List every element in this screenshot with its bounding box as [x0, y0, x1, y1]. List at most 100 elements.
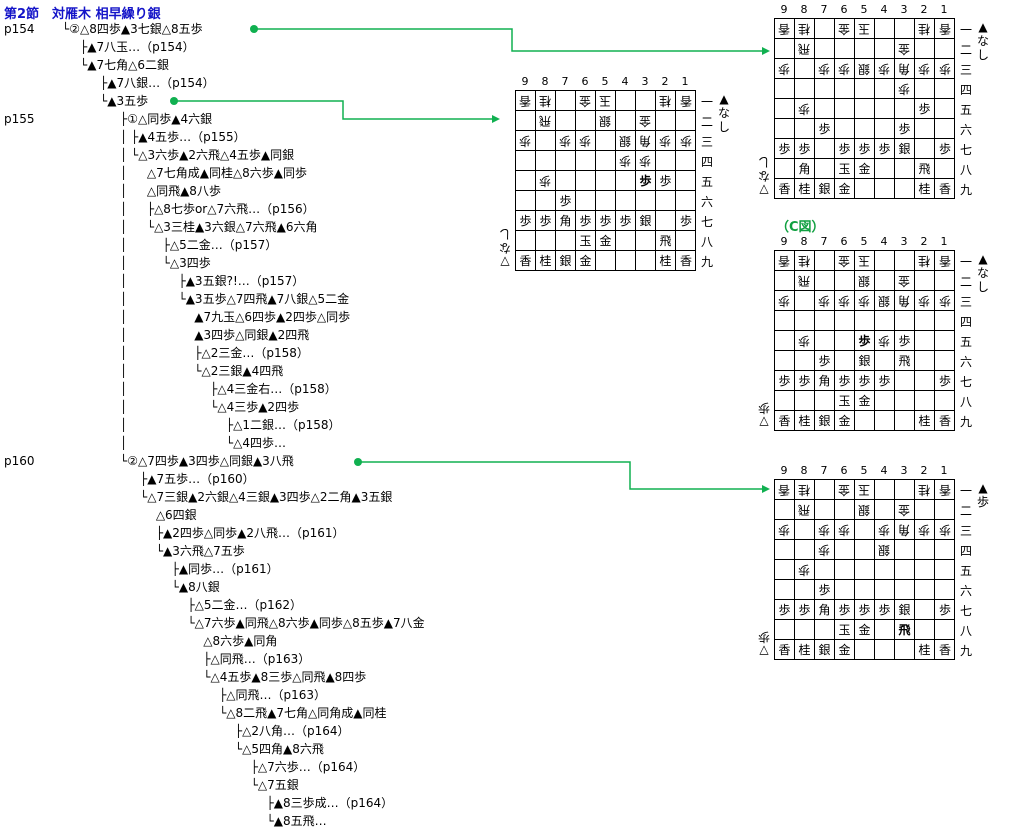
tree-line: ├▲7八玉…（p154）: [80, 40, 195, 54]
board-square: 歩: [875, 331, 895, 351]
gote-hand: ▽: [500, 255, 510, 269]
board-square: 角: [895, 520, 915, 540]
board-square: [895, 580, 915, 600]
board-square: [875, 179, 895, 199]
board-square: [915, 500, 935, 520]
file-label: 4: [880, 235, 888, 248]
tree-line: │ └△3三桂▲3六銀△7六飛▲6六角: [120, 220, 318, 234]
board-square: 金: [855, 159, 875, 179]
tree-line: └△7三銀▲2六銀△4三銀▲3四歩△2二角▲3五銀: [140, 490, 393, 504]
shogi-piece: 玉: [599, 93, 612, 108]
shogi-piece: 歩: [878, 522, 891, 537]
board-square: [875, 500, 895, 520]
board-square: [875, 351, 895, 371]
tree-line: ├▲7八銀…（p154）: [100, 76, 215, 90]
board-square: 歩: [875, 600, 895, 620]
tree-line: └②△7四歩▲3四歩△同銀▲3八飛: [120, 454, 294, 468]
board-square: 銀: [895, 600, 915, 620]
board-square: [895, 371, 915, 391]
rank-label: 一: [959, 23, 972, 37]
shogi-piece: 歩: [798, 602, 811, 617]
board-square: 歩: [815, 291, 835, 311]
board-square: [616, 171, 636, 191]
board-square: [855, 79, 875, 99]
page-ref: p160: [4, 454, 35, 468]
board-square: [656, 191, 676, 211]
tree-line: │ └△4三歩▲2四歩: [120, 400, 300, 414]
board-square: 歩: [636, 151, 656, 171]
shogi-piece: 銀: [858, 502, 871, 517]
board-square: 香: [516, 91, 536, 111]
shogi-piece: 角: [898, 293, 911, 308]
gote-hand: ▽: [759, 183, 769, 197]
board-square: 歩: [656, 171, 676, 191]
board-square: 桂: [795, 411, 815, 431]
board-square: 金: [576, 251, 596, 271]
shogi-piece: 歩: [898, 81, 911, 96]
board-square: [835, 271, 855, 291]
board-square: [935, 99, 955, 119]
tree-line: ├▲同歩…（p161）: [140, 562, 279, 576]
tree-line: │ ├△8七歩or△7六飛…（p156）: [120, 202, 315, 216]
board-square: 歩: [536, 171, 556, 191]
rank-label: 五: [700, 175, 713, 189]
tree-line: ├△5二金…（p162）: [140, 598, 303, 612]
board-square: [775, 391, 795, 411]
tree-line: │ └△4四歩…: [120, 436, 287, 450]
tree-line: └△5四角▲8六飛: [140, 742, 324, 756]
board-square: [775, 620, 795, 640]
tree-line: ├▲8三歩成…（p164）: [140, 796, 394, 810]
file-label: 9: [780, 235, 788, 248]
shogi-piece: 歩: [938, 522, 951, 537]
board-square: [935, 540, 955, 560]
shogi-piece: 銀: [858, 61, 871, 76]
board-square: [775, 580, 795, 600]
shogi-piece: 桂: [798, 182, 811, 196]
board-square: [915, 560, 935, 580]
board-square: [855, 179, 875, 199]
board-square: [775, 500, 795, 520]
board-square: [795, 520, 815, 540]
shogi-piece: 玉: [858, 21, 871, 36]
board-square: [795, 540, 815, 560]
shogi-piece: 歩: [639, 153, 652, 168]
board-square: [795, 79, 815, 99]
board-square: 歩: [855, 600, 875, 620]
file-label: 2: [920, 3, 928, 16]
file-label: 1: [940, 464, 948, 477]
file-label: 3: [900, 464, 908, 477]
connector-dot: [250, 25, 258, 33]
board-square: 歩: [915, 99, 935, 119]
rank-label: 八: [959, 624, 972, 638]
shogi-piece: 銀: [818, 643, 831, 657]
shogi-piece: 歩: [858, 333, 871, 348]
shogi-piece: 歩: [818, 61, 831, 76]
rank-label: 四: [959, 315, 972, 329]
board-square: [636, 191, 656, 211]
board-square: [935, 79, 955, 99]
shogi-piece: 金: [838, 182, 851, 196]
board-square: 歩: [775, 371, 795, 391]
board-square: 歩: [775, 291, 795, 311]
board-square: [835, 79, 855, 99]
board-square: [935, 159, 955, 179]
board-square: 歩: [915, 59, 935, 79]
board-square: 歩: [775, 59, 795, 79]
board-square: [536, 131, 556, 151]
file-label: 4: [880, 464, 888, 477]
board-square: [775, 119, 795, 139]
sente-hand: な: [976, 34, 989, 48]
board-square: [775, 99, 795, 119]
board-square: [516, 191, 536, 211]
board-grid: 香桂金玉桂香飛金歩歩歩銀歩角歩歩歩歩歩歩歩歩歩歩歩歩銀歩角玉金飛香桂銀金桂香: [774, 18, 955, 199]
file-label: 2: [661, 75, 669, 88]
gote-hand: 歩: [758, 401, 771, 415]
rank-label: 一: [959, 255, 972, 269]
board-square: [636, 91, 656, 111]
shogi-piece: 角: [559, 213, 572, 228]
board-square: 香: [775, 251, 795, 271]
board-square: 歩: [795, 560, 815, 580]
shogi-piece: 歩: [838, 373, 851, 388]
shogi-piece: 歩: [878, 333, 891, 348]
